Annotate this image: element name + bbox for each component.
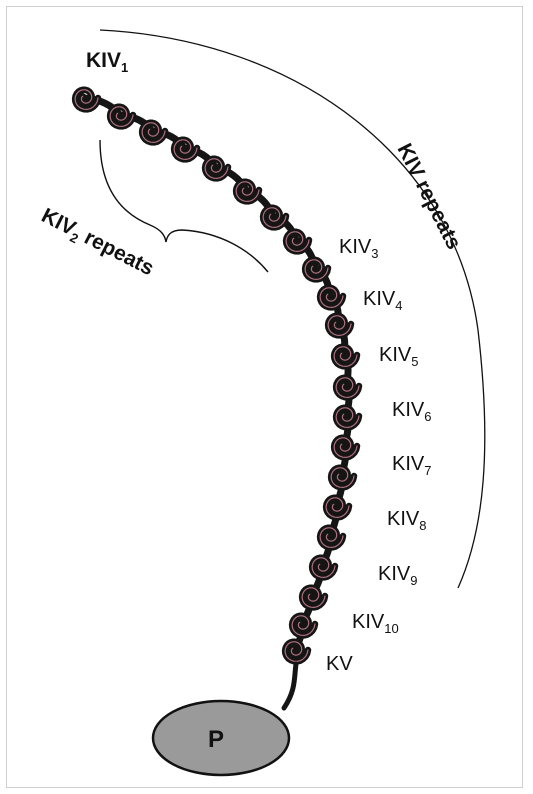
- label-kiv7: KIV7: [392, 453, 431, 478]
- kringle-chain: [75, 90, 359, 662]
- kiv-repeats-arc: [100, 30, 485, 588]
- label-kiv9: KIV9: [378, 563, 417, 588]
- label-kiv10: KIV10: [352, 611, 399, 636]
- label-kiv6: KIV6: [392, 399, 431, 424]
- label-kiv3: KIV3: [339, 236, 378, 261]
- label-kv: KV: [326, 653, 353, 675]
- label-kiv8: KIV8: [387, 508, 426, 533]
- label-kiv4: KIV4: [363, 288, 402, 313]
- protease-label: P: [208, 726, 224, 753]
- label-kiv2-repeats: KIV2 repeats: [36, 204, 157, 283]
- label-kiv1: KIV1: [86, 49, 128, 75]
- linker-line: [284, 664, 296, 708]
- label-kiv5: KIV5: [379, 344, 418, 369]
- label-kiv-repeats: KIV repeats: [393, 140, 466, 253]
